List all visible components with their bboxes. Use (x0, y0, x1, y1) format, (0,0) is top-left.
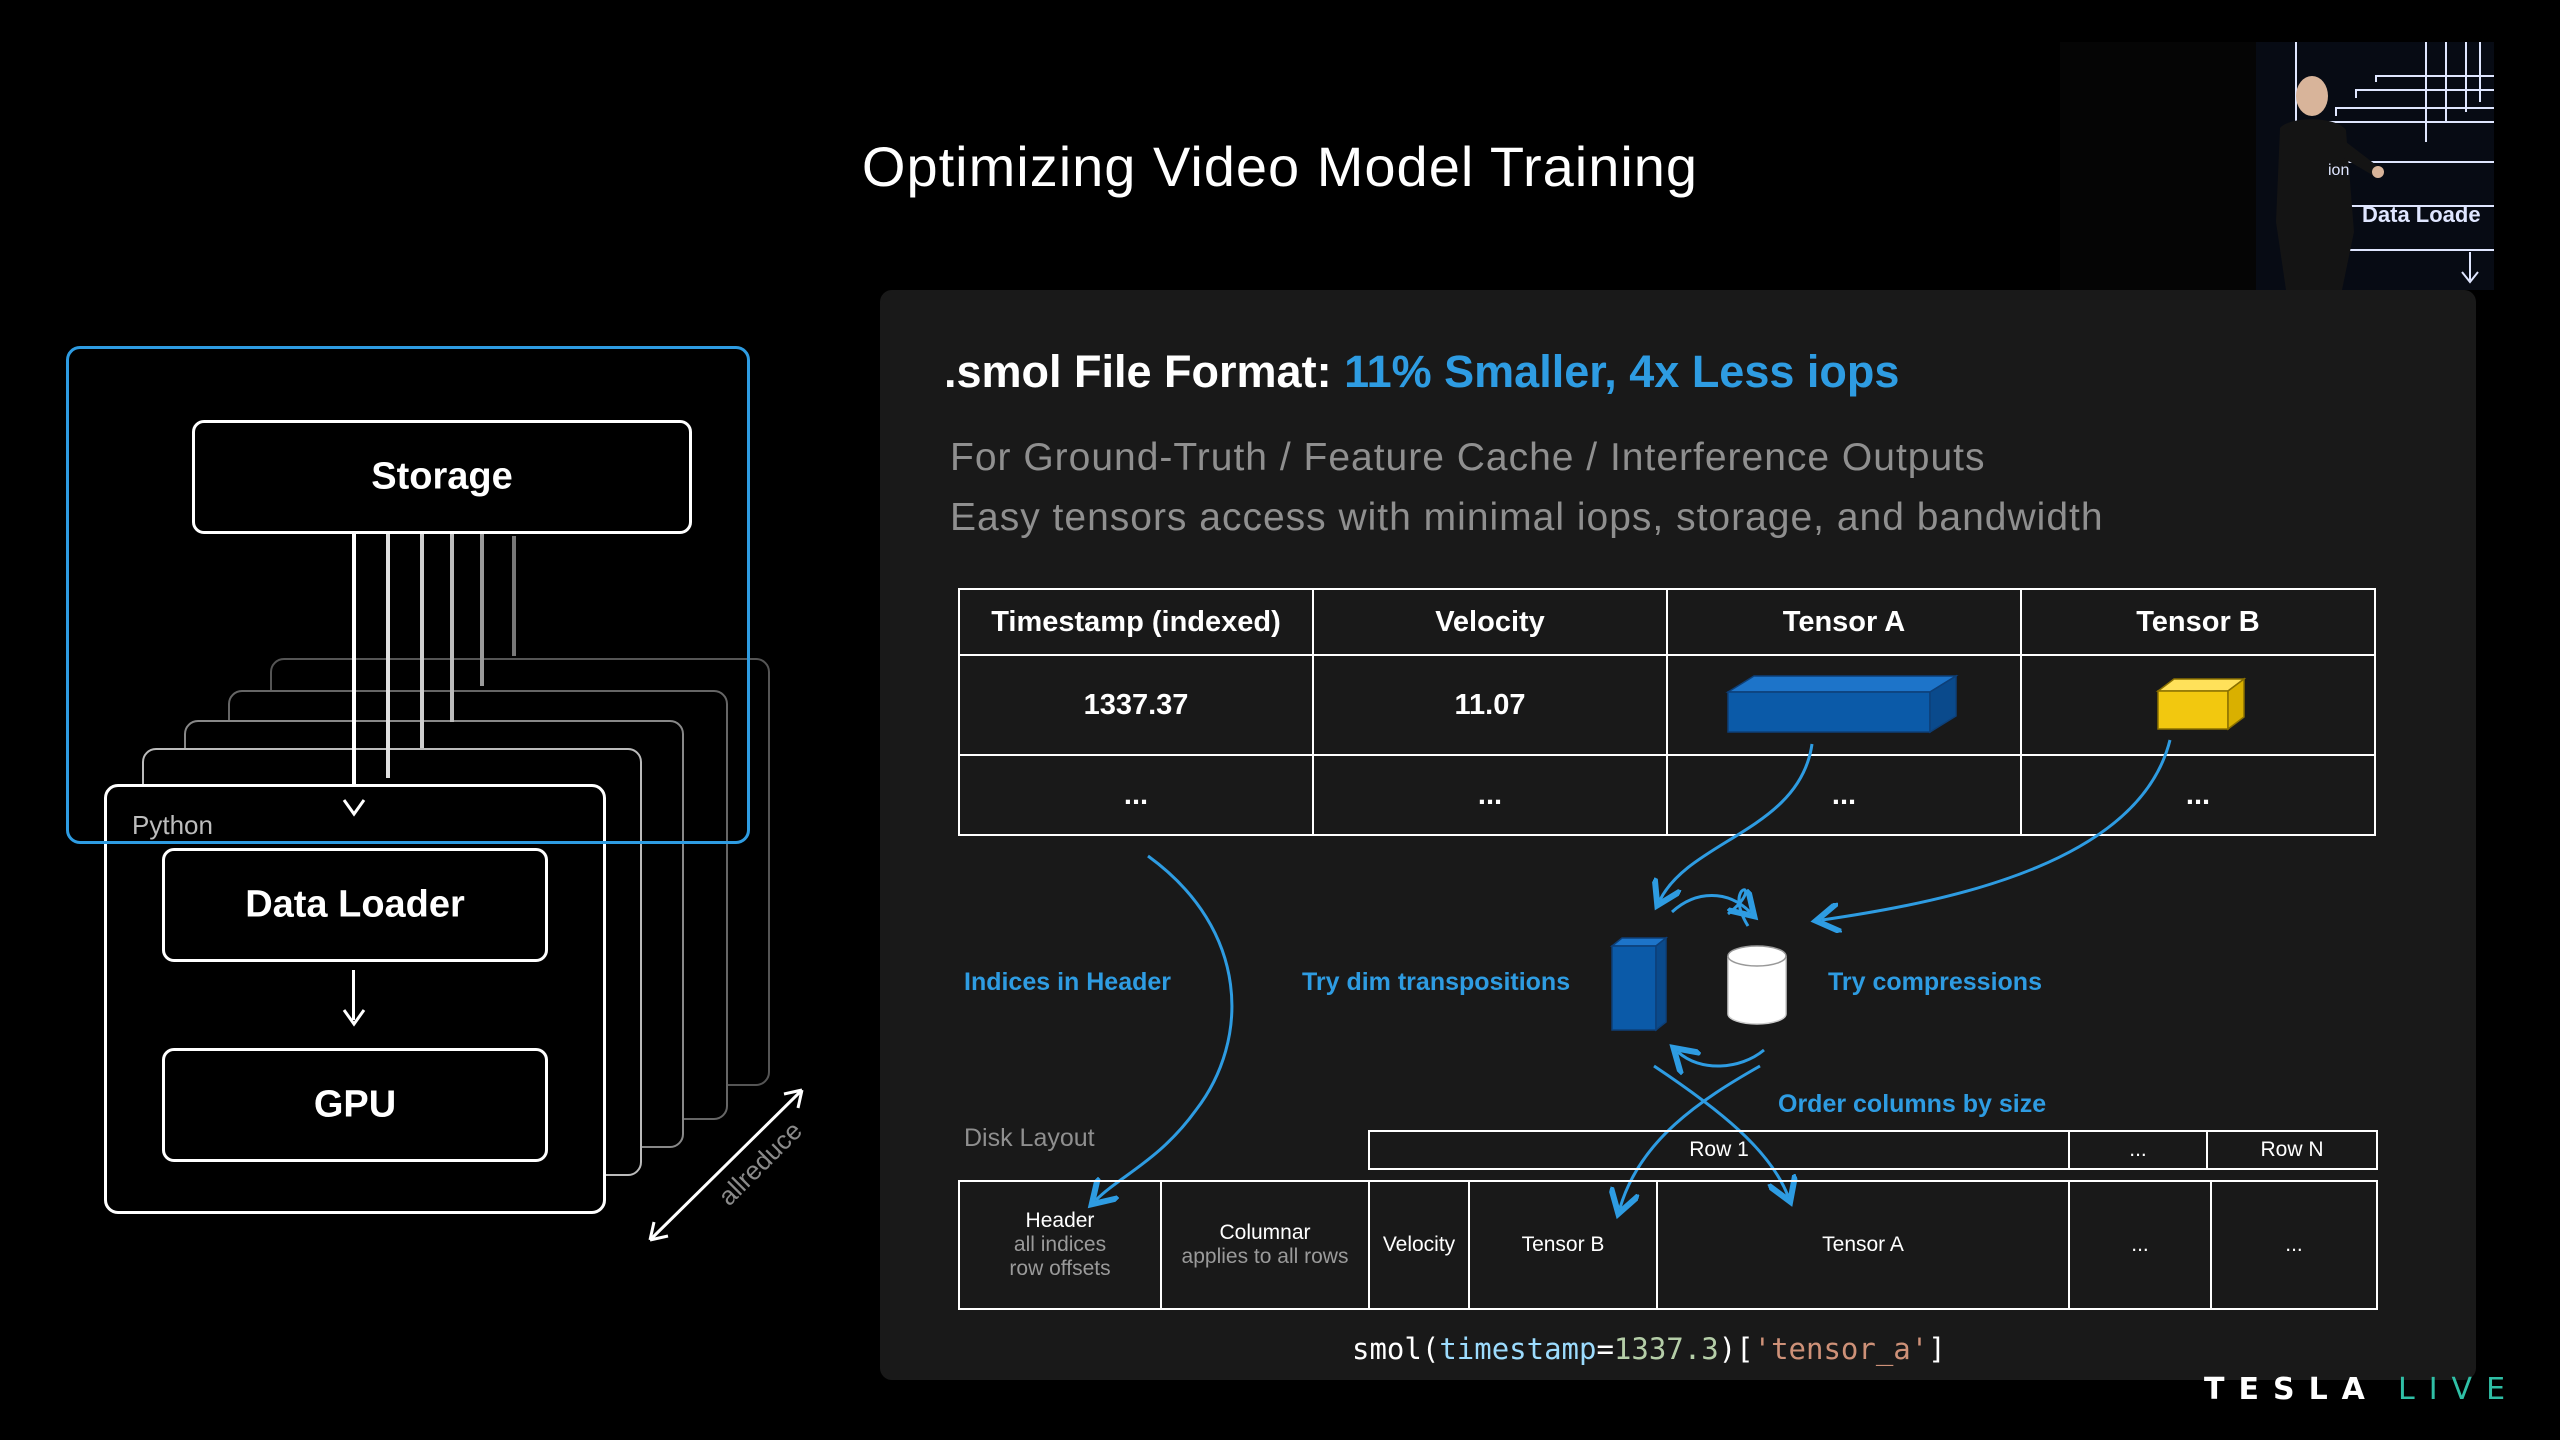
inset-partial-label: ion (2328, 162, 2350, 179)
disk-columnar-sub: applies to all rows (1181, 1245, 1349, 1268)
table-cell: ... (1666, 754, 2022, 836)
transposition-cube-icon (1609, 936, 1669, 1032)
disk-tensor-b-cell: Tensor B (1468, 1180, 1658, 1310)
code-string: 'tensor_a' (1753, 1332, 1929, 1366)
storage-label: Storage (371, 455, 513, 498)
code-mid: )[ (1718, 1332, 1754, 1366)
dataloader-gpu-connector (352, 970, 355, 1020)
code-number: 1337.3 (1613, 1332, 1719, 1366)
speaker-video-inset: ion Data Loade (2060, 42, 2494, 290)
table-header: Tensor A (1666, 588, 2022, 656)
table-cell-tensor-a (1666, 654, 2022, 756)
heading-accent: 11% Smaller, 4x Less iops (1344, 346, 1900, 397)
arrow-down-icon (342, 799, 366, 817)
live-wordmark: LIVE (2398, 1372, 2520, 1407)
note-compressions: Try compressions (1828, 968, 2042, 996)
note-transpositions: Try dim transpositions (1302, 968, 1571, 996)
note-order-columns: Order columns by size (1778, 1090, 2047, 1118)
storage-connector (480, 530, 484, 686)
disk-header-title: Header (1025, 1208, 1095, 1232)
disk-velocity-cell: Velocity (1368, 1180, 1470, 1310)
disk-header-sub: all indices (1013, 1232, 1107, 1256)
row-header-cell: ... (2068, 1130, 2208, 1170)
code-example: smol(timestamp=1337.3)['tensor_a'] (1352, 1332, 1946, 1366)
panel-subline-1: For Ground-Truth / Feature Cache / Inter… (950, 436, 1986, 479)
storage-connector (352, 530, 356, 810)
disk-header-sub: row offsets (1009, 1257, 1111, 1281)
heading-main: .smol File Format: (944, 346, 1345, 397)
inset-dataloader-label: Data Loade (2362, 202, 2481, 227)
table-header: Tensor B (2020, 588, 2376, 656)
tesla-wordmark: TESLA (2204, 1372, 2379, 1407)
disk-tensor-a-cell: Tensor A (1656, 1180, 2070, 1310)
table-cell-tensor-b (2020, 654, 2376, 756)
dataloader-box: Data Loader (162, 848, 548, 962)
table-cell: 1337.37 (958, 654, 1314, 756)
code-kwarg: timestamp (1439, 1332, 1597, 1366)
gpu-box: GPU (162, 1048, 548, 1162)
compression-cylinder-icon (1727, 945, 1787, 1025)
code-eq: = (1596, 1332, 1614, 1366)
disk-columnar-title: Columnar (1219, 1220, 1311, 1244)
tensor-a-icon (1725, 674, 1959, 734)
slide-title: Optimizing Video Model Training (861, 135, 1699, 198)
allreduce-arrow-icon (648, 1088, 804, 1242)
storage-connector (450, 530, 454, 722)
arrow-down-icon (342, 1009, 366, 1027)
panel-heading: .smol File Format: 11% Smaller, 4x Less … (944, 346, 1899, 398)
row-header-cell: Row N (2206, 1130, 2378, 1170)
storage-connector (420, 530, 424, 748)
disk-ellipsis-cell: ... (2068, 1180, 2212, 1310)
table-cell: 11.07 (1312, 654, 1668, 756)
storage-box: Storage (192, 420, 692, 534)
dataloader-label: Data Loader (245, 883, 465, 926)
code-fn: smol( (1352, 1332, 1440, 1366)
code-end: ] (1928, 1332, 1946, 1366)
storage-connector (512, 536, 516, 656)
disk-layout-label: Disk Layout (964, 1124, 1095, 1152)
disk-header-cell: Header all indices row offsets (958, 1180, 1162, 1310)
speaker-figure (2276, 76, 2384, 290)
table-cell: ... (958, 754, 1314, 836)
panel-subline-2: Easy tensors access with minimal iops, s… (950, 496, 2104, 539)
table-cell: ... (2020, 754, 2376, 836)
table-cell: ... (1312, 754, 1668, 836)
table-header: Velocity (1312, 588, 1668, 656)
python-region (66, 346, 750, 844)
python-label: Python (132, 810, 213, 840)
disk-columnar-cell: Columnar applies to all rows (1160, 1180, 1370, 1310)
note-indices: Indices in Header (964, 968, 1172, 996)
table-header: Timestamp (indexed) (958, 588, 1314, 656)
row-header-cell: Row 1 (1368, 1130, 2070, 1170)
tensor-b-icon (2155, 677, 2247, 731)
storage-connector (386, 530, 390, 778)
disk-ellipsis-cell: ... (2210, 1180, 2378, 1310)
gpu-label: GPU (313, 1083, 397, 1126)
